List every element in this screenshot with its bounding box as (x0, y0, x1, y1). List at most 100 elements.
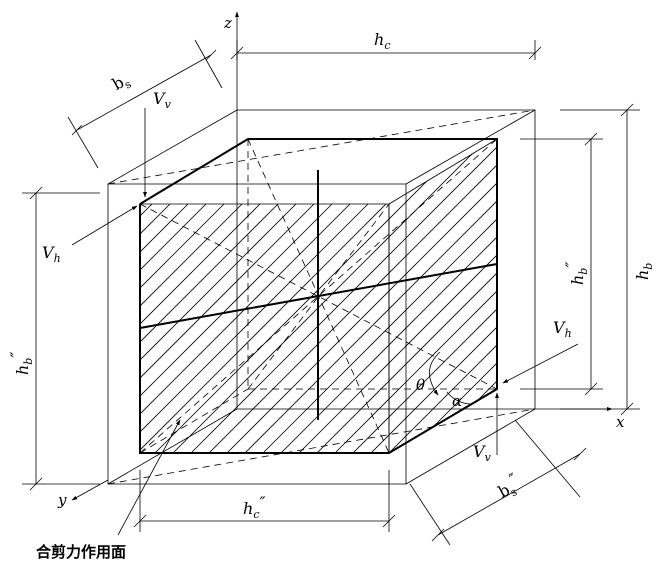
side-hatch-line (642, 120, 658, 470)
front-hatch-line (516, 190, 658, 470)
hidden-outer-2 (107, 109, 536, 185)
side-hatch-line (389, 139, 497, 453)
hidden-diag-2 (139, 138, 498, 454)
side-hatch-line (498, 120, 658, 470)
label-hcdd: hc″ (243, 493, 265, 521)
dim-hbdd-right-tick-bottom (584, 382, 598, 396)
hatching-side (389, 120, 658, 470)
front-hatch-line (191, 204, 389, 453)
labels: z x y hc bs Vv Vh Vh Vv hb hb″ hb″ hc″ b… (7, 14, 655, 561)
hidden-diag-4 (247, 203, 390, 390)
side-hatch-line (389, 139, 497, 453)
label-vh-left: Vh (42, 243, 61, 265)
label-theta: θ (416, 376, 425, 394)
side-hatch-line (389, 139, 497, 453)
label-z: z (223, 14, 232, 32)
side-hatch-line (534, 120, 658, 470)
label-bsdd: bs″ (492, 469, 524, 504)
side-hatch-line (389, 139, 497, 453)
front-hatch-line (140, 204, 167, 453)
side-hatch-line (516, 120, 658, 470)
label-hb: hb (633, 263, 655, 280)
side-hatch-line (389, 139, 497, 453)
front-hatch-line (140, 204, 185, 453)
front-hatch-line (245, 204, 389, 453)
side-hatch-line (479, 139, 497, 453)
front-hatch-line (155, 204, 389, 453)
dim-bs-ext-left (67, 116, 99, 169)
side-hatch-line (389, 139, 497, 453)
side-hatch-line (461, 139, 497, 453)
dim-hbdd-left-tick-top (29, 186, 43, 200)
dim-bs-line (76, 54, 212, 131)
front-hatch-line (140, 204, 311, 453)
theta-arc (429, 351, 441, 396)
label-alpha: α (452, 392, 462, 410)
outer-edge-br (405, 408, 536, 485)
label-resultant-plane: 合剪力作用面 (35, 543, 126, 561)
side-hatch-line (606, 120, 658, 470)
dim-hb-tick-top (620, 103, 634, 117)
dim-hb-tick-bottom (620, 402, 634, 416)
y-axis (71, 479, 109, 501)
front-hatch-line (335, 204, 389, 453)
front-hatch-line (140, 204, 257, 453)
dim-bs-tick-right (205, 49, 217, 61)
label-hbdd-right: hb″ (562, 262, 590, 285)
front-hatch-line (227, 204, 389, 453)
label-hbdd-left: hb″ (7, 352, 35, 375)
dim-hcdd-tick-right (382, 514, 396, 528)
front-hatch-line (140, 204, 383, 453)
hidden-edges (107, 109, 536, 485)
front-hatch-line (140, 204, 221, 453)
front-hatch-line (140, 204, 365, 453)
label-y: y (57, 491, 67, 509)
front-hatch-line (642, 190, 658, 470)
dim-hbdd-left-tick-bottom (29, 477, 43, 491)
hatching-front (140, 190, 658, 470)
side-hatch-line (389, 139, 497, 453)
dim-hc-tick-right (528, 46, 542, 60)
alpha-arc (446, 391, 471, 405)
label-vh-right: Vh (553, 318, 572, 340)
angle-marks (429, 351, 471, 405)
outer-back-face (236, 109, 536, 410)
outer-frame (107, 109, 536, 485)
side-hatch-line (389, 139, 497, 453)
front-hatch-line (209, 204, 389, 453)
dim-hc-tick-left (230, 46, 244, 60)
core-outline (139, 138, 498, 454)
front-hatch-line (140, 204, 389, 453)
label-bs: bs (109, 70, 134, 97)
label-vv-bottom: Vv (473, 442, 492, 464)
side-hatch-line (624, 120, 658, 470)
side-hatch-line (389, 139, 497, 453)
core-edge-tr (388, 138, 498, 205)
side-hatch-line (389, 139, 497, 453)
side-hatch-line (389, 139, 497, 453)
side-hatch-line (389, 139, 497, 453)
label-vv-top: Vv (153, 89, 172, 111)
front-hatch-line (140, 204, 347, 453)
dimensions (22, 39, 640, 546)
outer-edge-bl (107, 408, 238, 485)
front-hatch-line (140, 204, 293, 453)
side-hatch-line (389, 139, 497, 453)
front-hatch-line (299, 204, 389, 453)
vh-right-arrow (502, 343, 579, 384)
dim-hbdd-right-tick-top (584, 132, 598, 146)
front-hatch-line (606, 190, 658, 470)
outer-edge-tl (107, 109, 238, 185)
front-hatch-line (281, 204, 389, 453)
hidden-outer-1 (107, 408, 536, 485)
side-hatch-line (570, 120, 658, 470)
dim-bsdd-line (437, 453, 581, 536)
side-hatch-line (443, 139, 497, 453)
label-x: x (616, 413, 625, 431)
dim-bsdd-tick-right (573, 447, 587, 461)
plane-leader-arrow (117, 419, 181, 536)
front-hatch-line (140, 204, 275, 453)
side-hatch-line (552, 120, 658, 470)
hidden-edge-bl (139, 388, 249, 454)
dim-bs-ext-right (194, 39, 223, 89)
